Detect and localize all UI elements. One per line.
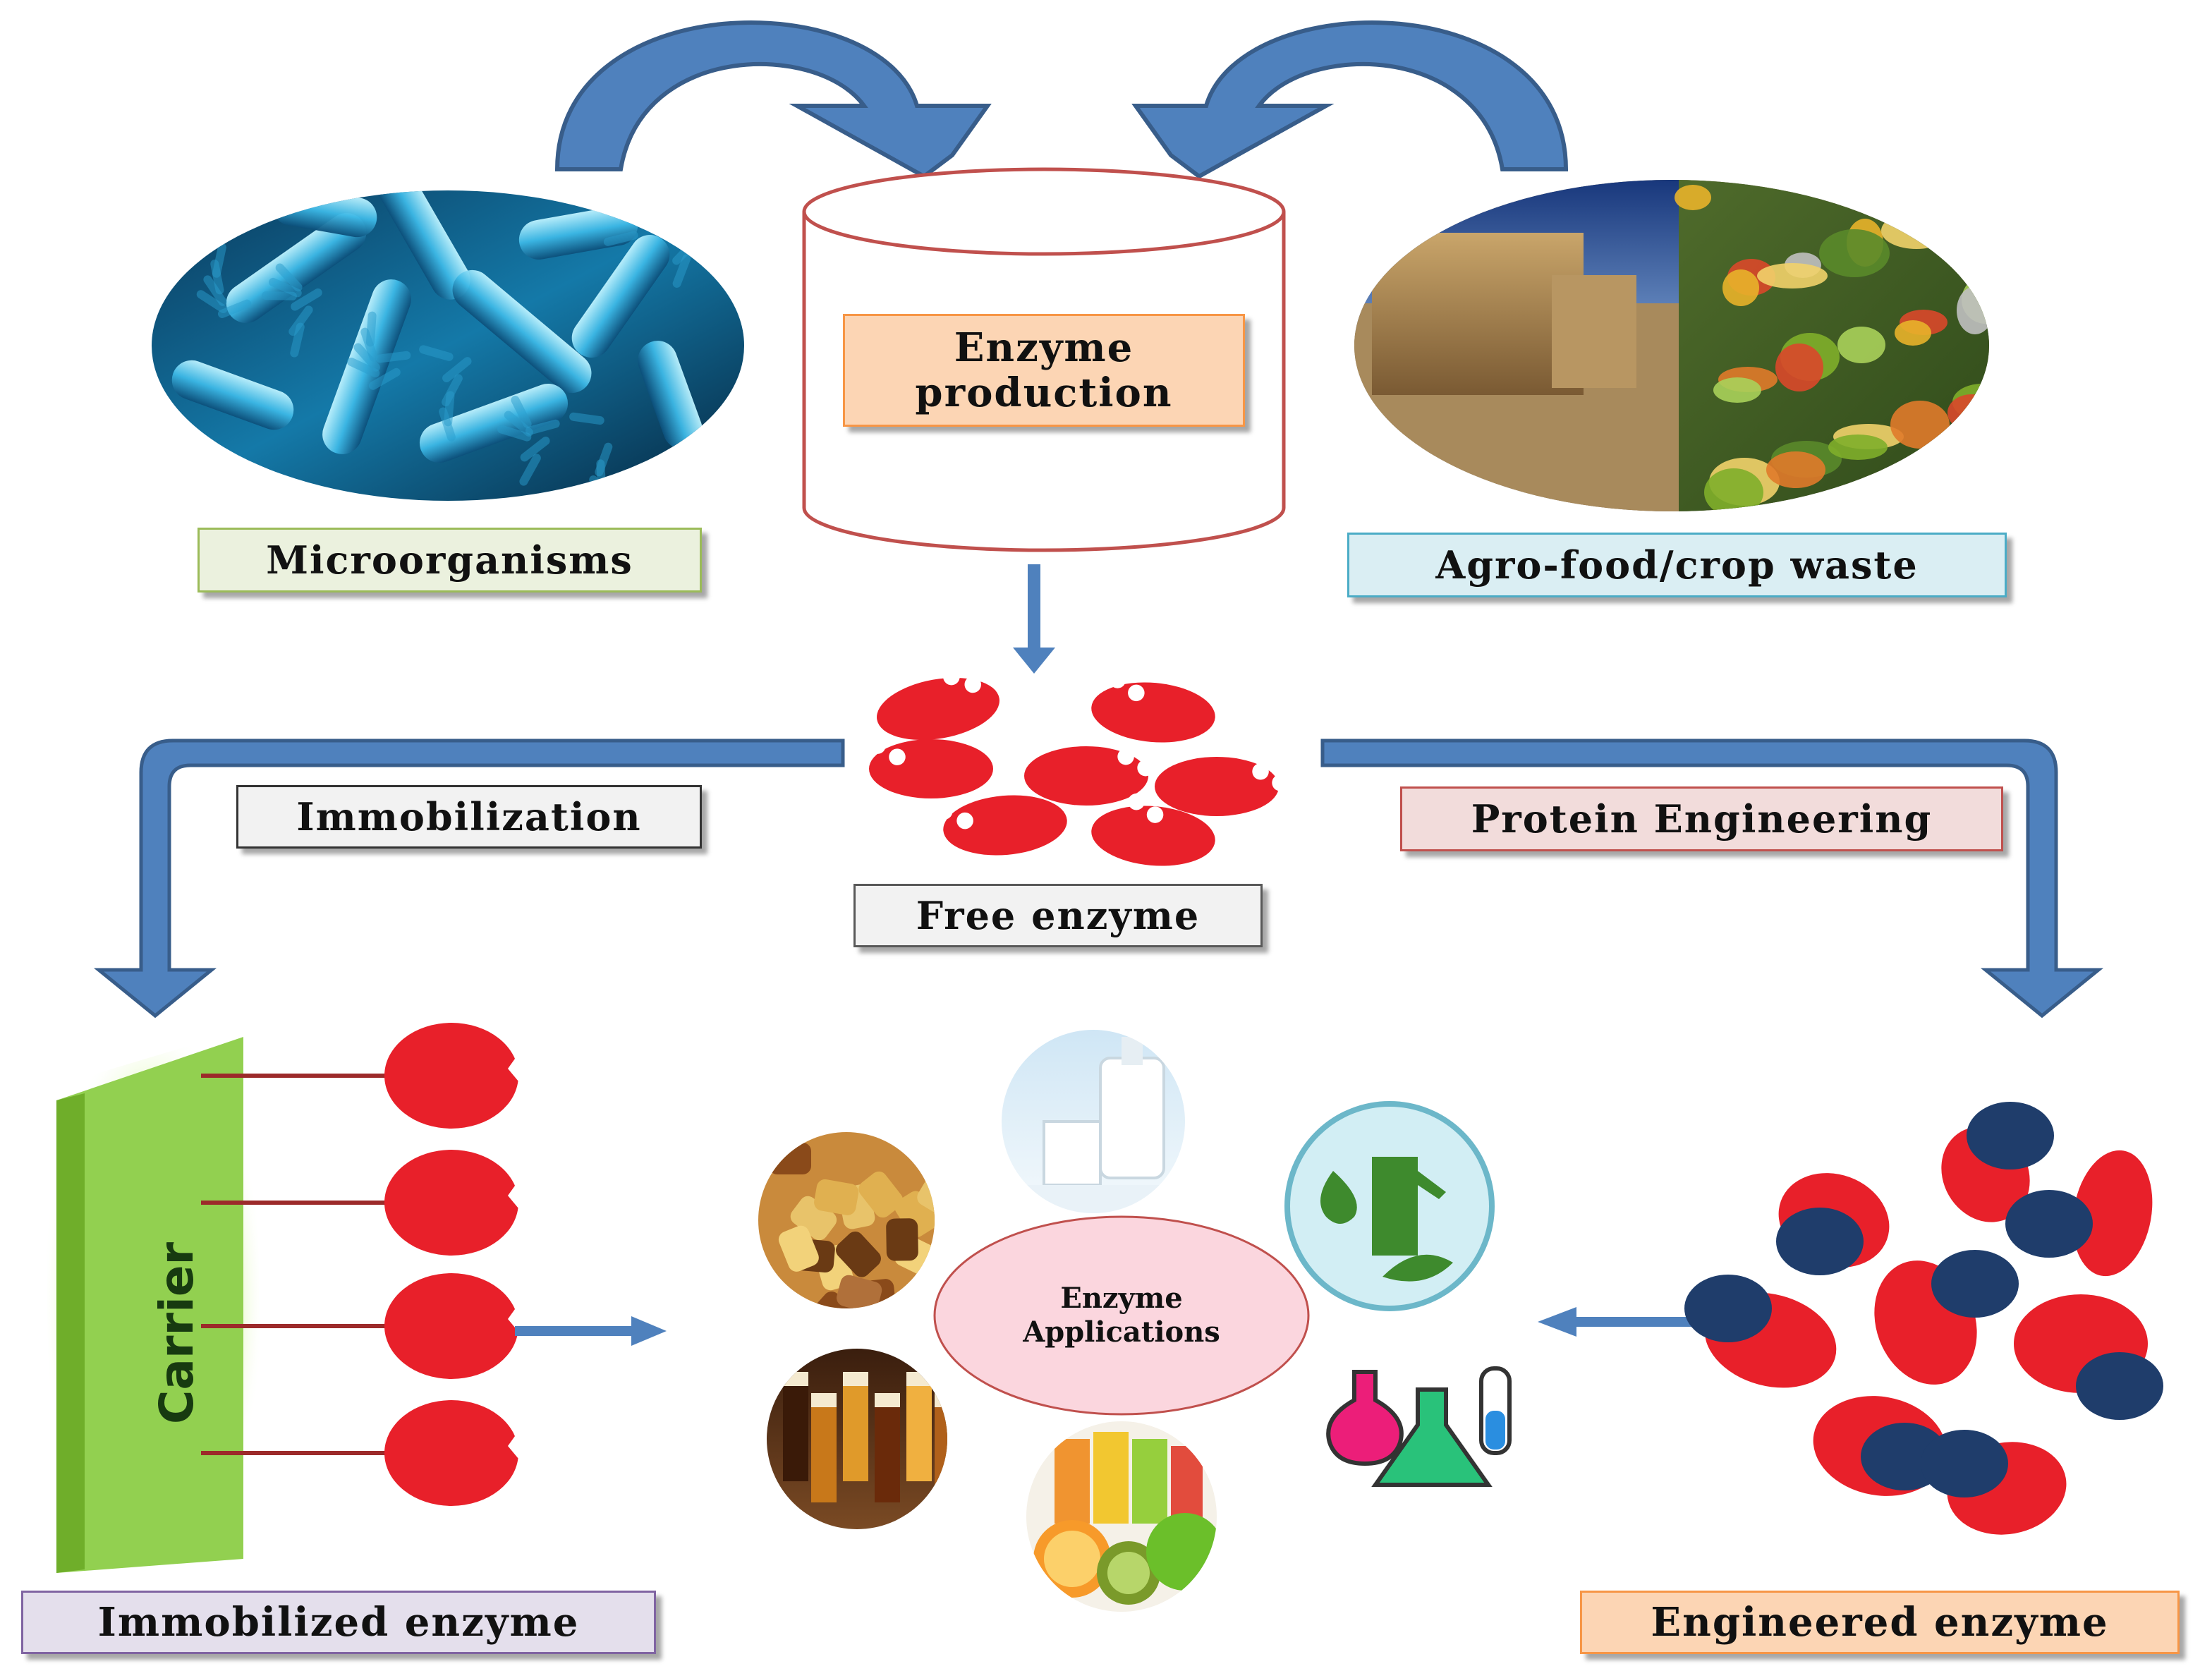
- immobilization-label: Immobilization: [236, 785, 702, 849]
- enzyme-applications-label: Enzyme Applications: [938, 1217, 1305, 1414]
- arrow-immobilized-to-applications: [515, 1316, 667, 1346]
- agro-food-waste-label: Agro-food/crop waste: [1347, 533, 2007, 597]
- microorganisms-label: Microorganisms: [198, 528, 702, 593]
- arrow-to-immobilized: [93, 739, 845, 1019]
- applications-ellipse: [933, 1215, 1310, 1416]
- bakery-image: [758, 1132, 935, 1308]
- milk-image: [1002, 1030, 1185, 1213]
- bacteria-image: [152, 190, 744, 501]
- microorganisms-text: Microorganisms: [266, 537, 633, 583]
- immobilized-enzyme-label: Immobilized enzyme: [21, 1591, 656, 1654]
- enzyme-production-line2: production: [915, 370, 1173, 416]
- arrow-to-engineered: [1320, 739, 2104, 1019]
- carrier-slab: [42, 1026, 265, 1573]
- immobilized-enzyme-text: Immobilized enzyme: [97, 1598, 580, 1646]
- arrow-from-microorganisms: [554, 20, 992, 179]
- immobilization-text: Immobilization: [296, 794, 642, 839]
- enzyme-applications-line2: Applications: [1023, 1315, 1220, 1349]
- free-enzyme-text: Free enzyme: [916, 892, 1201, 938]
- juice-image: [1026, 1421, 1217, 1612]
- enzyme-production-line1: Enzyme: [954, 324, 1134, 371]
- arrow-from-crop-waste: [1131, 20, 1569, 179]
- engineered-enzymes: [1684, 1102, 2163, 1535]
- free-enzyme-cluster: [869, 668, 1289, 866]
- beer-image: [767, 1349, 947, 1529]
- protein-engineering-label: Protein Engineering: [1400, 786, 2003, 851]
- biofuel-icon: [1284, 1101, 1495, 1311]
- enzyme-production-label: Enzyme production: [843, 314, 1245, 427]
- carrier-label: Carrier: [149, 1241, 204, 1424]
- agro-food-waste-text: Agro-food/crop waste: [1435, 542, 1919, 588]
- free-enzyme-label: Free enzyme: [853, 884, 1263, 947]
- engineered-enzyme-text: Engineered enzyme: [1651, 1598, 2109, 1646]
- lab-flasks-icon: [1326, 1366, 1512, 1487]
- arrow-down-to-free-enzyme: [1013, 564, 1055, 674]
- enzyme-applications-line1: Enzyme: [1060, 1282, 1183, 1315]
- immobilized-enzymes: [201, 1023, 536, 1506]
- crop-waste-image: [1354, 180, 1989, 511]
- arrow-engineered-to-applications: [1538, 1307, 1700, 1337]
- engineered-enzyme-label: Engineered enzyme: [1580, 1591, 2180, 1654]
- protein-engineering-text: Protein Engineering: [1471, 796, 1933, 841]
